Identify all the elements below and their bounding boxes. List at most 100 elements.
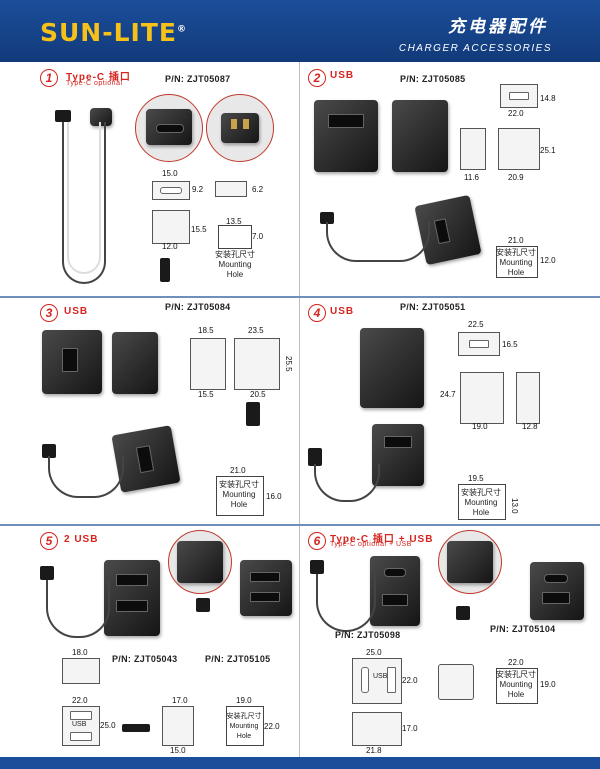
dim-label: 12.8 (522, 422, 538, 431)
section-title: USB (330, 70, 355, 81)
dim-label: 9.2 (192, 185, 204, 194)
section-number: 6 (308, 532, 326, 550)
side-view-drawing (215, 181, 247, 197)
usb-socket-photo (360, 328, 424, 408)
section-6: 6 Type-C 插口 + USB Type-C optional + USB … (300, 526, 600, 757)
cable (48, 456, 124, 498)
mounting-hole-box (496, 668, 538, 704)
pin-drawing (122, 724, 150, 732)
mounting-hole-box (458, 484, 506, 520)
dim-label: 12.0 (162, 242, 178, 251)
part-number: P/N: ZJT05087 (165, 74, 231, 84)
dim-label: 18.0 (72, 648, 88, 657)
part-number: P/N: ZJT05043 (112, 654, 178, 664)
dim-label: 20.5 (250, 390, 266, 399)
section-title: Type-C 插口 + USB (330, 534, 434, 545)
bottom-view-drawing (352, 712, 402, 746)
front-view-drawing (234, 338, 280, 390)
cable (46, 580, 110, 638)
dim-label: 22.0 (508, 109, 524, 118)
part-number: P/N: ZJT05098 (335, 630, 401, 640)
cable (316, 574, 376, 632)
zoom-typec-port (135, 94, 203, 162)
dim-label: 25.0 (100, 721, 116, 730)
cable (314, 464, 380, 502)
section-number: 1 (40, 69, 58, 87)
dim-label: 25.5 (284, 356, 293, 372)
zoom-dual-usb (168, 530, 232, 594)
dim-label: 18.5 (198, 326, 214, 335)
zoom-connector (206, 94, 274, 162)
row-divider-2 (0, 524, 600, 526)
dim-label: 21.0 (508, 236, 524, 245)
section-title: Type-C 插口 (66, 72, 131, 83)
dim-label: 22.5 (468, 320, 484, 329)
dim-label: 13.0 (510, 498, 519, 514)
section-1: 1 Type-C 插口 Type-C optional P/N: ZJT0508… (0, 62, 299, 296)
connector-plug (40, 566, 54, 580)
dim-label: 22.0 (402, 676, 418, 685)
usb-socket-back-photo (392, 100, 448, 172)
dim-label: 19.5 (468, 474, 484, 483)
dim-label: 25.1 (540, 146, 556, 155)
section-number: 2 (308, 69, 326, 87)
section-title: USB (330, 306, 355, 317)
section-title: 2 USB (64, 534, 99, 545)
header-banner: SUN-LITE® 充电器配件 CHARGER ACCESSORIES (0, 0, 600, 62)
dim-label: 14.8 (540, 94, 556, 103)
dim-label: 15.5 (191, 225, 207, 234)
pin-drawing (246, 402, 260, 426)
part-number: P/N: ZJT05104 (490, 624, 556, 634)
section-3: 3 USB P/N: ZJT05084 18.5 23.5 25.5 15.5 … (0, 298, 299, 524)
pin-drawing (160, 258, 170, 282)
zoom-typec-usb (438, 530, 502, 594)
typec-socket-photo (90, 108, 112, 126)
dual-usb-photo (104, 560, 160, 636)
part-number: P/N: ZJT05084 (165, 302, 231, 312)
part-number: P/N: ZJT05051 (400, 302, 466, 312)
section-title: USB (64, 306, 89, 317)
connector-plug (42, 444, 56, 458)
top-view-drawing (62, 658, 100, 684)
dim-label: 20.9 (508, 173, 524, 182)
dim-label: 21.0 (230, 466, 246, 475)
dim-label: 15.0 (170, 746, 186, 755)
dim-label: 22.0 (264, 722, 280, 731)
dual-usb-alt-photo (240, 560, 292, 616)
dim-label: 22.0 (508, 658, 524, 667)
side-view-drawing (460, 128, 486, 170)
back-view-drawing (498, 128, 540, 170)
dim-label: 19.0 (236, 696, 252, 705)
connector-plug (456, 606, 470, 620)
section-2: 2 USB P/N: ZJT05085 14.8 22.0 25.1 11.6 … (300, 62, 600, 296)
section-number: 3 (40, 304, 58, 322)
usb-socket-photo (314, 100, 378, 172)
usb-socket-photo (42, 330, 102, 394)
cable (326, 222, 430, 262)
dim-label: 22.0 (72, 696, 88, 705)
dim-label: 13.5 (226, 217, 242, 226)
dim-label: 11.6 (464, 173, 479, 182)
typec-usb-alt-photo (530, 562, 584, 620)
cable (67, 122, 101, 274)
section-5: 5 2 USB P/N: ZJT05043 P/N: ZJT05105 18.0… (0, 526, 299, 757)
side-view-drawing (162, 706, 194, 746)
dim-label: 16.5 (502, 340, 518, 349)
usb-socket-cable-photo (372, 424, 424, 486)
connector-plug (55, 110, 71, 122)
dim-label: 17.0 (402, 724, 418, 733)
front-view-drawing: USB (352, 658, 402, 704)
section-number: 5 (40, 532, 58, 550)
section-subtitle: Type-C optional (66, 80, 123, 87)
connector-plug (310, 560, 324, 574)
dim-label: 24.7 (440, 390, 456, 399)
dim-label: 19.0 (540, 680, 556, 689)
usb-socket-back-photo (112, 332, 158, 394)
dim-label: 6.2 (252, 185, 264, 194)
mounting-hole-box (216, 476, 264, 516)
dim-label: 19.0 (472, 422, 488, 431)
dim-label: 21.8 (366, 746, 382, 755)
